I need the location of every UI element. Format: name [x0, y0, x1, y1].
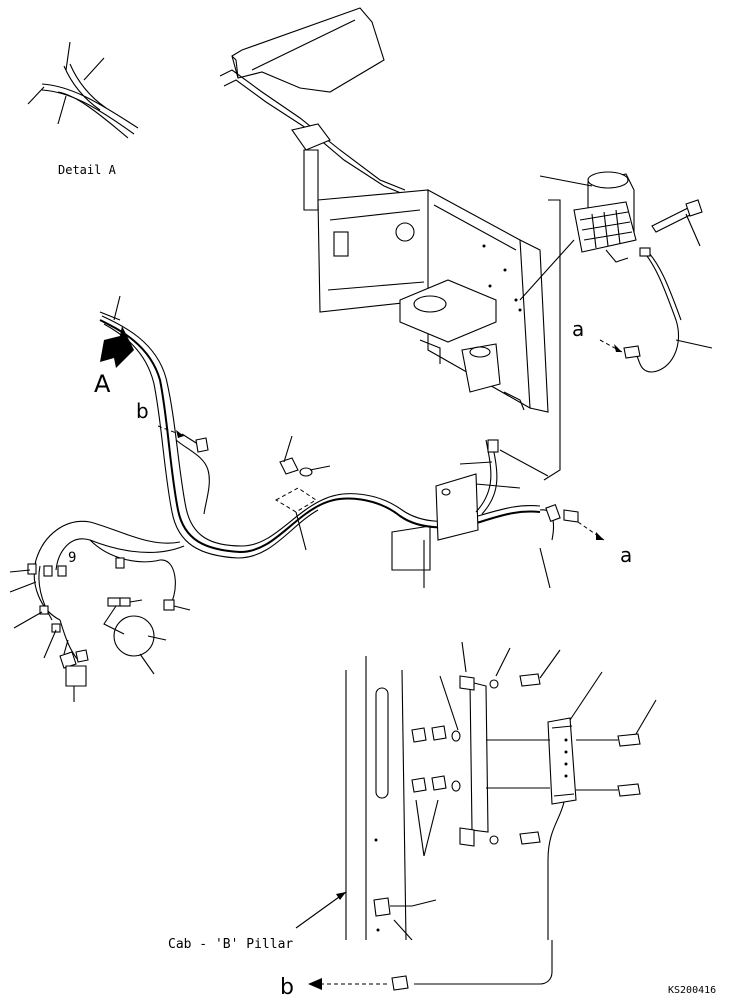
drawing-code: KS200416 — [668, 985, 716, 996]
connector-a-label-mid: a — [620, 543, 632, 567]
harness-bracket — [391, 439, 549, 588]
detail-a-caption: Detail A — [58, 163, 117, 177]
detail-a-illustration — [27, 41, 139, 139]
connector-a-label-upper: a — [572, 317, 584, 341]
dash-panel-assembly — [219, 7, 549, 413]
switch-module — [391, 671, 618, 991]
loop-cable — [103, 597, 167, 675]
connector-b-label-lower: b — [280, 975, 294, 997]
cable-to-connector-a — [623, 247, 713, 373]
controller-module — [573, 171, 637, 263]
item-9-label: 9 — [68, 550, 76, 566]
connector-b-label-upper: b — [136, 399, 149, 423]
mounting-bolt — [651, 199, 703, 233]
fixing-bolts — [411, 649, 657, 857]
cab-b-pillar-label: Cab - 'B' Pillar — [168, 937, 293, 952]
clip-bolt — [274, 435, 331, 551]
view-a-label: A — [94, 370, 111, 398]
mounting-plate — [439, 641, 511, 847]
view-a-arrow — [100, 326, 134, 368]
cab-b-pillar — [345, 656, 437, 941]
left-branch-harness — [9, 520, 191, 702]
